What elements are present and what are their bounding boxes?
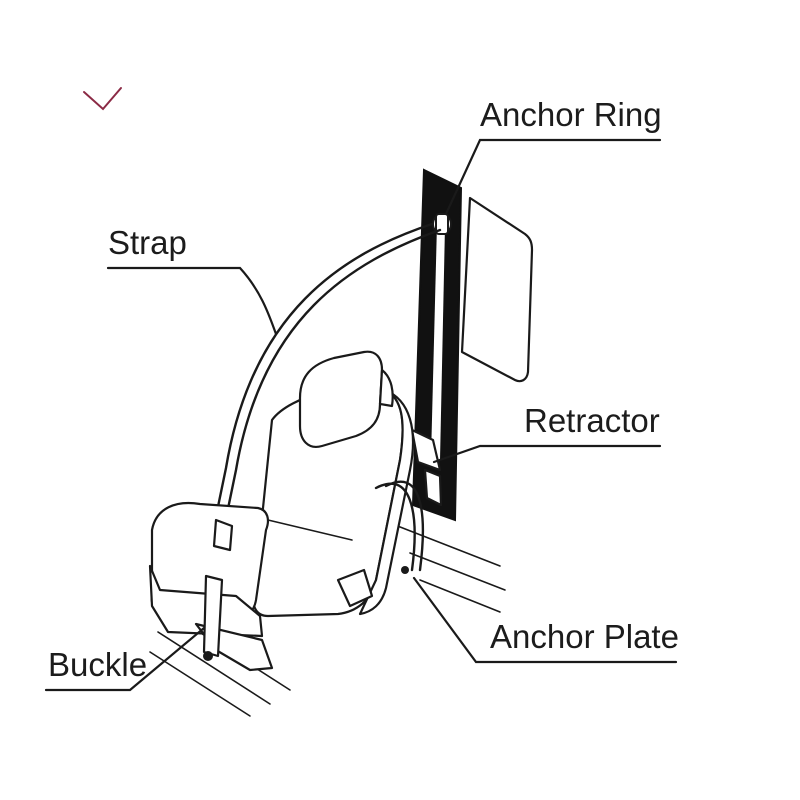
strap-webbing xyxy=(212,222,442,530)
car-seat xyxy=(148,350,414,672)
leader-lines xyxy=(44,138,678,692)
retractor-leader xyxy=(432,444,662,464)
lower-belt xyxy=(374,480,425,574)
strap-leader xyxy=(106,266,278,336)
buckle-leader xyxy=(44,626,206,692)
anchor-ring-part xyxy=(432,213,452,235)
anchor-plate-leader xyxy=(412,576,678,664)
buckle-part xyxy=(202,518,234,661)
anchor-ring-leader xyxy=(444,138,662,216)
retractor-part xyxy=(410,428,443,507)
corner-check-mark xyxy=(83,87,122,111)
b-pillar xyxy=(411,168,463,522)
label-anchor-ring: Anchor Ring xyxy=(480,96,662,133)
label-anchor-plate: Anchor Plate xyxy=(490,618,679,655)
label-buckle: Buckle xyxy=(48,646,147,683)
window-panel xyxy=(460,196,534,383)
floor-lines xyxy=(149,524,506,717)
label-strap: Strap xyxy=(108,224,187,261)
label-retractor: Retractor xyxy=(524,402,660,439)
